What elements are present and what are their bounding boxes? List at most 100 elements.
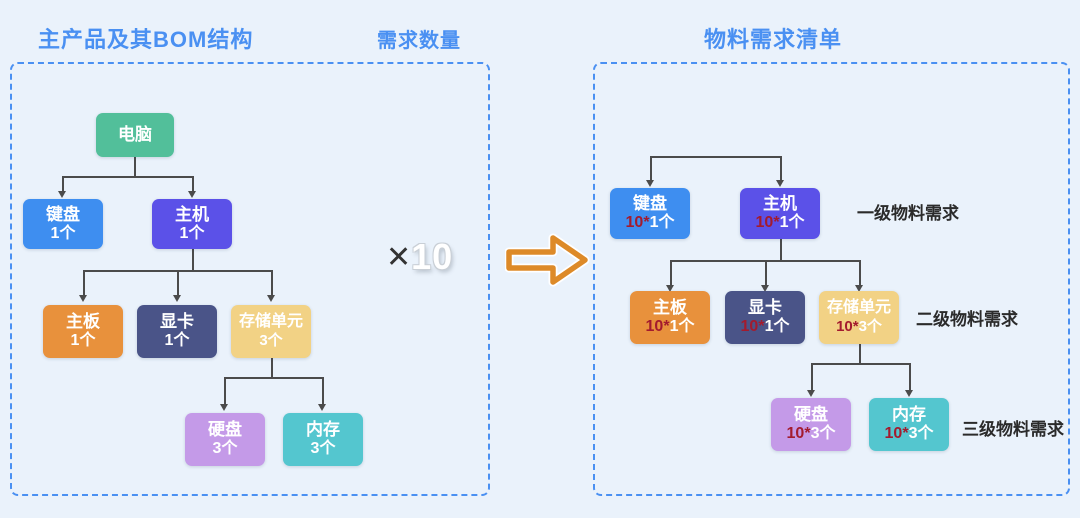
- node-multiplier: 10*: [836, 318, 859, 336]
- node-quantity: 10*3个: [787, 425, 836, 444]
- node-label: 主机: [763, 194, 797, 214]
- connector-right-to-host: [780, 156, 782, 181]
- node-multiplier: 10*: [884, 425, 909, 443]
- arrowhead-host-icon: [188, 191, 196, 198]
- node-quantity: 10*1个: [626, 214, 675, 233]
- connector-to-keyboard: [62, 176, 64, 192]
- node-multiplier: 10*: [786, 425, 811, 443]
- arrowhead-keyboard-icon: [58, 191, 66, 198]
- multiplier-label: ✕10: [386, 236, 453, 278]
- connector-to-memory: [322, 377, 324, 405]
- node-quantity: 1个: [50, 224, 76, 242]
- connector-computer-bus: [63, 176, 193, 178]
- node-multiplier: 10*: [740, 318, 765, 336]
- caption-level-2: 二级物料需求: [916, 310, 1018, 329]
- arrowhead-harddisk-icon: [220, 404, 228, 411]
- node-label: 硬盘: [794, 405, 828, 425]
- node-right-storage[interactable]: 存储单元 10*3个: [819, 291, 899, 344]
- right-arrow-icon: [504, 230, 591, 290]
- arrowhead-mainboard-icon: [79, 295, 87, 302]
- node-left-host[interactable]: 主机 1个: [152, 199, 232, 249]
- title-bom-structure: 主产品及其BOM结构: [38, 27, 254, 52]
- connector-right-to-storage: [859, 260, 861, 286]
- node-label: 键盘: [633, 194, 667, 214]
- connector-right-to-memory: [909, 363, 911, 391]
- node-base-qty: 3个: [810, 425, 836, 443]
- arrowhead-right-host-icon: [776, 180, 784, 187]
- arrowhead-right-memory-icon: [905, 390, 913, 397]
- connector-right-to-harddisk: [811, 363, 813, 391]
- connector-right-to-keyboard: [650, 156, 652, 181]
- arrowhead-right-gpu-icon: [761, 285, 769, 292]
- connector-right-host-stem: [780, 239, 782, 261]
- node-base-qty: 1个: [649, 214, 675, 232]
- connector-host-stem: [192, 249, 194, 271]
- arrowhead-gpu-icon: [173, 295, 181, 302]
- node-quantity: 10*1个: [646, 318, 695, 337]
- connector-to-harddisk: [224, 377, 226, 405]
- multiply-sign: ✕: [386, 241, 412, 274]
- node-base-qty: 1个: [779, 214, 805, 232]
- node-left-storage[interactable]: 存储单元 3个: [231, 305, 311, 358]
- connector-right-to-gpu: [765, 260, 767, 286]
- panel-bom-structure: [10, 62, 490, 496]
- node-label: 存储单元: [238, 313, 303, 331]
- node-right-mainboard[interactable]: 主板 10*1个: [630, 291, 710, 344]
- node-right-host[interactable]: 主机 10*1个: [740, 188, 820, 239]
- node-quantity: 10*1个: [741, 318, 790, 337]
- connector-to-gpu: [177, 270, 179, 296]
- node-right-keyboard[interactable]: 键盘 10*1个: [610, 188, 690, 239]
- connector-right-top-bus: [650, 156, 781, 158]
- node-multiplier: 10*: [645, 318, 670, 336]
- node-left-mainboard[interactable]: 主板 1个: [43, 305, 123, 358]
- caption-level-3: 三级物料需求: [962, 420, 1064, 439]
- connector-to-storage: [271, 270, 273, 296]
- node-left-harddisk[interactable]: 硬盘 3个: [185, 413, 265, 466]
- connector-to-mainboard: [83, 270, 85, 296]
- node-quantity: 10*3个: [836, 318, 882, 336]
- connector-right-storage-stem: [859, 344, 861, 364]
- node-right-harddisk[interactable]: 硬盘 10*3个: [771, 398, 851, 451]
- arrowhead-right-keyboard-icon: [646, 180, 654, 187]
- multiplier-value: 10: [411, 236, 454, 277]
- node-left-gpu[interactable]: 显卡 1个: [137, 305, 217, 358]
- node-right-memory[interactable]: 内存 10*3个: [869, 398, 949, 451]
- node-multiplier: 10*: [755, 214, 780, 232]
- node-quantity: 1个: [179, 224, 205, 242]
- node-base-qty: 3个: [858, 318, 882, 336]
- node-base-qty: 1个: [669, 318, 695, 336]
- node-left-keyboard[interactable]: 键盘 1个: [23, 199, 103, 249]
- node-quantity: 10*3个: [885, 425, 934, 444]
- node-label: 显卡: [748, 298, 782, 318]
- node-left-computer[interactable]: 电脑: [96, 113, 174, 157]
- node-base-qty: 1个: [764, 318, 790, 336]
- node-right-gpu[interactable]: 显卡 10*1个: [725, 291, 805, 344]
- title-demand-quantity: 需求数量: [377, 30, 461, 52]
- connector-storage-bus: [224, 377, 323, 379]
- arrowhead-memory-icon: [318, 404, 326, 411]
- node-label: 主板: [66, 312, 100, 332]
- node-label: 硬盘: [208, 420, 242, 440]
- node-label: 内存: [306, 420, 340, 440]
- node-base-qty: 3个: [908, 425, 934, 443]
- node-quantity: 3个: [259, 332, 283, 350]
- node-quantity: 3个: [212, 440, 238, 458]
- connector-computer-stem: [134, 157, 136, 177]
- caption-level-1: 一级物料需求: [857, 204, 959, 223]
- node-quantity: 10*1个: [756, 214, 805, 233]
- node-quantity: 1个: [164, 332, 190, 350]
- connector-right-storage-bus: [811, 363, 910, 365]
- connector-storage-stem: [271, 358, 273, 378]
- node-label: 主机: [175, 204, 209, 224]
- node-label: 内存: [892, 405, 926, 425]
- node-label: 主板: [653, 298, 687, 318]
- node-quantity: 1个: [70, 332, 96, 350]
- title-material-requirement-list: 物料需求清单: [704, 27, 843, 52]
- node-quantity: 3个: [310, 440, 336, 458]
- node-left-memory[interactable]: 内存 3个: [283, 413, 363, 466]
- arrowhead-right-harddisk-icon: [807, 390, 815, 397]
- panel-material-list: [593, 62, 1070, 496]
- node-label: 存储单元: [826, 299, 891, 317]
- node-multiplier: 10*: [625, 214, 650, 232]
